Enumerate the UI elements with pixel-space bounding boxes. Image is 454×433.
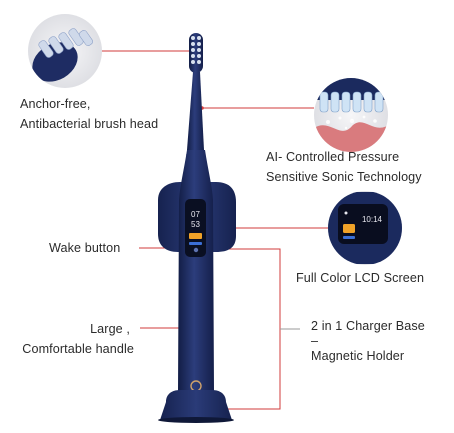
wake-button[interactable] [193, 247, 199, 253]
screen-time-hours: 07 [191, 210, 200, 219]
screen-time-minutes: 53 [191, 220, 200, 229]
label-handle: Large , Comfortable handle [22, 322, 134, 356]
brush-head-closeup-icon [28, 14, 102, 88]
lcd-screen-closeup-icon: 10:14 [328, 191, 402, 265]
label-wake-button: Wake button [49, 241, 121, 255]
lcd-screen: 07 53 [185, 199, 206, 257]
label-sonic-technology: AI- Controlled Pressure Sensitive Sonic … [266, 150, 422, 184]
label-lcd-screen: Full Color LCD Screen [296, 271, 425, 285]
inset-screen-time: 10:14 [362, 215, 383, 224]
brush-neck [187, 72, 204, 150]
charger-base [160, 390, 232, 420]
label-brush-head: Anchor-free, Antibacterial brush head [20, 97, 159, 131]
callout-line-charger [222, 248, 281, 410]
brush-head [189, 33, 203, 73]
label-charger-base: 2 in 1 Charger Base – Magnetic Holder [311, 319, 425, 363]
sonic-vibration-closeup-icon [314, 78, 388, 152]
brush-handle [178, 150, 214, 392]
